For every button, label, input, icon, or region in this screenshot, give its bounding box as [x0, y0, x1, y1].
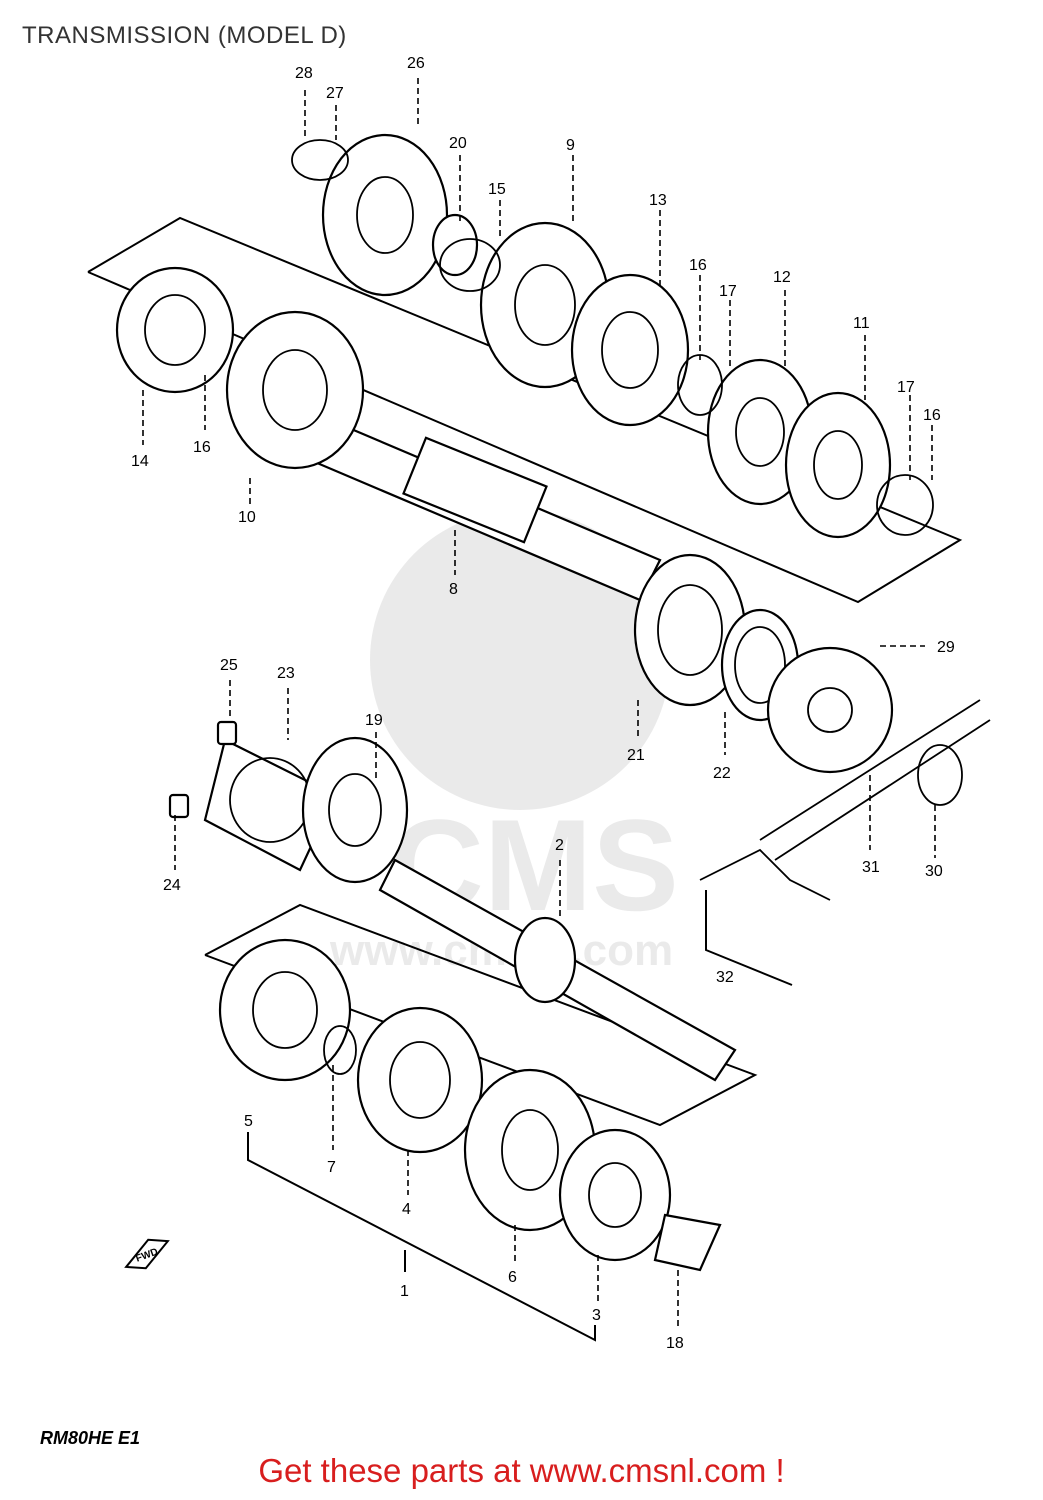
callout-16c: 16 [923, 407, 941, 424]
callout-13: 13 [649, 192, 667, 209]
screw-25 [216, 720, 238, 746]
callout-5: 5 [244, 1113, 253, 1130]
callout-23: 23 [277, 665, 295, 682]
bushing-18 [653, 1213, 722, 1272]
fwd-arrow-icon: FWD [124, 1238, 170, 1270]
callout-32: 32 [716, 969, 734, 986]
gear-4 [356, 1006, 484, 1154]
callout-7: 7 [327, 1159, 336, 1176]
gear-11 [784, 391, 892, 539]
circlip-7 [323, 1025, 357, 1075]
callout-24: 24 [163, 877, 181, 894]
callout-6: 6 [508, 1269, 517, 1286]
callout-25: 25 [220, 657, 238, 674]
gear-5 [218, 938, 352, 1082]
callout-2: 2 [555, 837, 564, 854]
leader-lines [142, 78, 936, 1342]
callout-9: 9 [566, 137, 575, 154]
gear-13 [570, 273, 690, 427]
callout-28: 28 [295, 65, 313, 82]
chain-31 [759, 699, 991, 861]
upper-group-frame [87, 216, 963, 604]
callout-3: 3 [592, 1307, 601, 1324]
callout-21: 21 [627, 747, 645, 764]
upper-gears [115, 133, 934, 539]
callout-12: 12 [773, 269, 791, 286]
callout-30: 30 [925, 863, 943, 880]
callout-18: 18 [666, 1335, 684, 1352]
washer-15 [439, 238, 501, 292]
callout-17b: 17 [897, 379, 915, 396]
callout-27: 27 [326, 85, 344, 102]
callout-15: 15 [488, 181, 506, 198]
callout-22: 22 [713, 765, 731, 782]
sprocket-29 [766, 646, 894, 774]
circlip-27 [291, 139, 349, 181]
callout-10: 10 [238, 509, 256, 526]
bearing-retainer-23 [203, 738, 337, 872]
chain-joint-32 [699, 848, 831, 901]
callout-16b: 16 [193, 439, 211, 456]
lower-group-frame [204, 903, 758, 1127]
gear-14 [115, 266, 235, 394]
callout-8: 8 [449, 581, 458, 598]
circlip-16b [876, 474, 934, 536]
gear-3 [558, 1128, 672, 1262]
bearing-19 [301, 736, 409, 884]
callout-29: 29 [937, 639, 955, 656]
callout-19: 19 [365, 712, 383, 729]
lower-parts [168, 720, 737, 1272]
gear-26 [321, 133, 449, 297]
screw-24 [168, 793, 190, 819]
circlip-16 [677, 354, 723, 416]
callout-14: 14 [131, 453, 149, 470]
footer-cta-link[interactable]: Get these parts at www.cmsnl.com ! [258, 1452, 785, 1489]
callout-20: 20 [449, 135, 467, 152]
gear-10 [225, 310, 365, 470]
callout-31: 31 [862, 859, 880, 876]
gear-2 [513, 916, 577, 1004]
callout-11: 11 [853, 315, 870, 332]
washer-30 [917, 744, 963, 806]
callout-1: 1 [400, 1283, 409, 1300]
callout-26: 26 [407, 55, 425, 72]
diagram-title: TRANSMISSION (MODEL D) [22, 22, 347, 49]
bushing-20 [431, 213, 479, 277]
diagram-code: RM80HE E1 [40, 1428, 141, 1448]
callout-labels: 1 2 3 4 5 6 7 8 9 10 11 12 13 14 15 16 1… [131, 55, 955, 1352]
callout-4: 4 [402, 1201, 411, 1218]
callout-16a: 16 [689, 257, 707, 274]
fwd-label: FWD [134, 1247, 159, 1265]
drive-sprocket-chain [699, 646, 991, 901]
callout-17a: 17 [719, 283, 737, 300]
